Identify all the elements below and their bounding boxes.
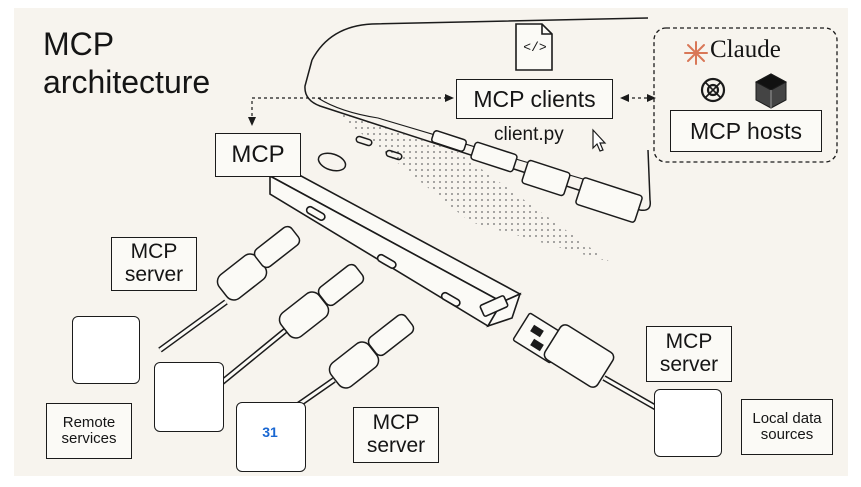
local-line-1: Local data bbox=[752, 409, 822, 427]
server-line-2: server bbox=[659, 353, 719, 376]
usb-hub bbox=[267, 169, 522, 328]
gmail-tile bbox=[154, 362, 224, 432]
mcp-clients-box: MCP clients bbox=[456, 79, 613, 119]
local-line-2: sources bbox=[760, 426, 814, 443]
openai-icon bbox=[700, 77, 726, 103]
mcp-server-right: MCP server bbox=[646, 326, 732, 382]
arrow-left-icon bbox=[620, 94, 629, 102]
code-file-icon bbox=[515, 23, 553, 71]
calendar-day: 31 bbox=[262, 424, 278, 440]
mcp-clients-label: MCP clients bbox=[473, 85, 596, 112]
mcp-hosts-label: MCP hosts bbox=[689, 117, 803, 144]
calendar-tile bbox=[236, 402, 306, 472]
hosts-dashed-container bbox=[653, 27, 838, 163]
server-line-1: MCP bbox=[665, 330, 713, 354]
arrow-right-icon bbox=[445, 94, 454, 102]
claude-brand: Claude bbox=[710, 36, 781, 63]
laptop-illustration bbox=[304, 17, 652, 262]
arrow-down-icon bbox=[248, 117, 256, 126]
mcp-server-bottom: MCP server bbox=[353, 407, 439, 463]
mcp-label: MCP bbox=[231, 141, 285, 169]
code-glyph: </> bbox=[523, 40, 547, 55]
server-line-2: server bbox=[366, 434, 426, 457]
mcp-server-top-left: MCP server bbox=[111, 237, 197, 291]
server-line-1: MCP bbox=[130, 240, 178, 264]
claude-spark-icon bbox=[684, 41, 708, 65]
server-line-1: MCP bbox=[372, 411, 420, 435]
mcp-box: MCP bbox=[215, 133, 301, 177]
title-line-1: MCP bbox=[43, 26, 115, 62]
finder-tile bbox=[654, 389, 722, 457]
remote-line-2: services bbox=[61, 430, 117, 447]
remote-services-box: Remote services bbox=[46, 403, 132, 459]
cube-icon bbox=[754, 73, 788, 109]
cursor-icon bbox=[592, 128, 607, 152]
dashed-arrows bbox=[251, 97, 650, 122]
arrow-right-icon bbox=[647, 94, 656, 102]
remote-line-1: Remote bbox=[62, 413, 116, 431]
client-file-name: client.py bbox=[494, 124, 564, 145]
mcp-hosts-box: MCP hosts bbox=[670, 110, 822, 152]
title-line-2: architecture bbox=[43, 64, 211, 100]
server-line-2: server bbox=[124, 263, 184, 286]
local-data-sources-box: Local data sources bbox=[741, 399, 833, 455]
slack-tile bbox=[72, 316, 140, 384]
